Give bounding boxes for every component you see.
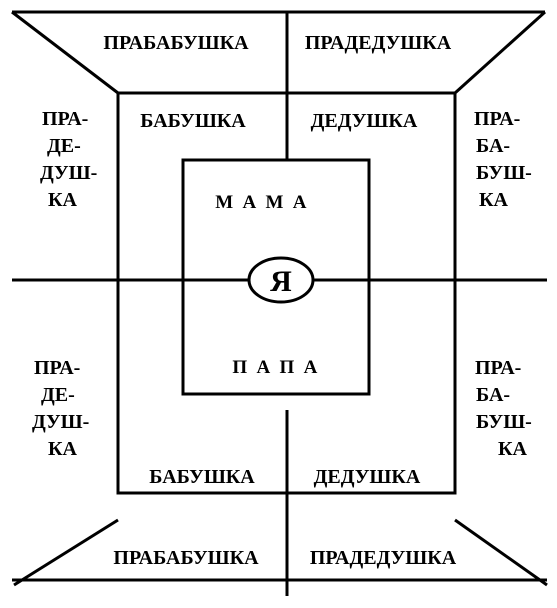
father-label: П А П А: [232, 357, 319, 378]
right-lower-great-grandmother-label: ПРА- БА- БУШ- КА: [475, 357, 532, 460]
left-lower-line: ДЕ-: [41, 384, 75, 406]
left-upper-line: ДЕ-: [47, 135, 81, 157]
top-great-grandfather-label: ПРАДЕДУШКА: [305, 32, 452, 54]
right-lower-line: БУШ-: [476, 411, 532, 433]
bottom-great-grandmother-label: ПРАБАБУШКА: [113, 547, 259, 569]
top-left-diagonal: [11, 10, 119, 95]
top-right-diagonal: [453, 10, 547, 95]
bottom-left-diagonal: [13, 518, 119, 587]
grandmother-bottom-label: БАБУШКА: [149, 466, 255, 488]
grandfather-bottom-label: ДЕДУШКА: [314, 466, 421, 488]
bottom-right-diagonal: [454, 518, 548, 587]
left-upper-line: ПРА-: [42, 108, 88, 130]
grandmother-top-label: БАБУШКА: [140, 110, 246, 132]
right-lower-line: БА-: [476, 384, 510, 406]
grandfather-top-label: ДЕДУШКА: [311, 110, 418, 132]
right-lower-line: ПРА-: [475, 357, 521, 379]
right-upper-line: ПРА-: [474, 108, 520, 130]
mother-label: М А М А: [215, 192, 309, 213]
left-lower-line: ПРА-: [34, 357, 80, 379]
left-upper-great-grandfather-label: ПРА- ДЕ- ДУШ- КА: [40, 108, 97, 211]
left-lower-great-grandfather-label: ПРА- ДЕ- ДУШ- КА: [32, 357, 89, 460]
left-upper-line: КА: [48, 189, 78, 211]
me-circle: [247, 256, 315, 304]
right-upper-great-grandmother-label: ПРА- БА- БУШ- КА: [474, 108, 532, 211]
right-lower-line: КА: [498, 438, 528, 460]
right-upper-line: БА-: [476, 135, 510, 157]
left-lower-line: КА: [48, 438, 78, 460]
me-label: Я: [270, 265, 292, 298]
parents-frame: [181, 158, 371, 396]
bottom-great-grandfather-label: ПРАДЕДУШКА: [310, 547, 457, 569]
right-upper-line: КА: [479, 189, 509, 211]
left-lower-line: ДУШ-: [32, 411, 89, 433]
top-great-grandmother-label: ПРАБАБУШКА: [103, 32, 249, 54]
right-upper-line: БУШ-: [476, 162, 532, 184]
left-upper-line: ДУШ-: [40, 162, 97, 184]
